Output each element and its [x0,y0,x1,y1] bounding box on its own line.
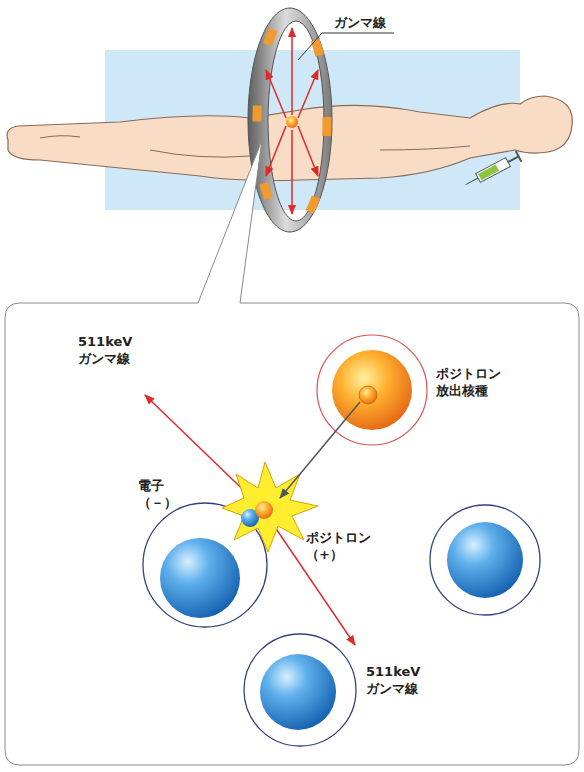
gamma-energy-label: 511keV ガンマ線 [78,334,132,368]
positron-path [280,402,360,498]
atom [430,505,540,615]
detector-segments [257,14,327,226]
emitted-positron [359,386,377,404]
atom [244,634,356,746]
emitter-shell [317,335,427,445]
emitter-nucleus [332,350,412,430]
syringe [463,151,522,190]
atom [143,503,267,627]
annihilation-burst [222,462,318,552]
electron-label: 電子（－） [138,478,177,512]
gantry-ring [248,8,332,232]
emitter-label: ポジトロン 放出核種 [436,366,501,400]
leader-line [298,33,394,60]
annihilation-dot [286,116,298,128]
positron-label: ポジトロン（+） [306,530,371,564]
gamma-rays [266,28,318,214]
positron [255,501,273,519]
gamma-energy-label: 511keV ガンマ線 [366,664,420,698]
gamma-ray-label: ガンマ線 [334,15,386,32]
zoom-callout [5,140,579,765]
